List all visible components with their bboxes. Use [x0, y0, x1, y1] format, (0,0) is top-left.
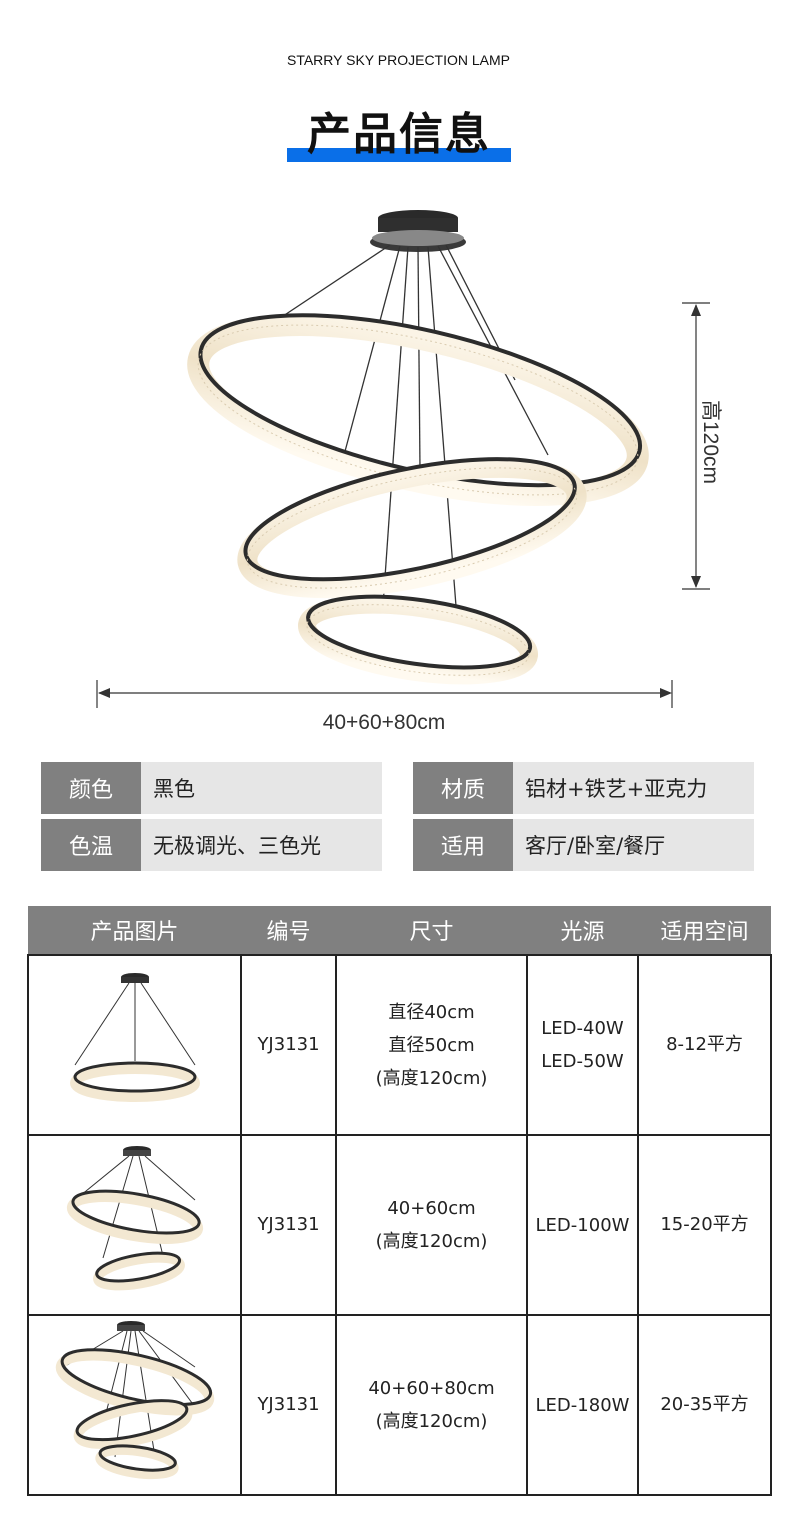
lamp-2-ring-image — [66, 1145, 203, 1290]
model-light: LED-100W — [526, 1134, 639, 1316]
spec-material: 材质 铝材+铁艺+亚克力 — [413, 762, 754, 814]
spec-color-temperature: 色温 无极调光、三色光 — [41, 819, 382, 871]
page-subtitle: STARRY SKY PROJECTION LAMP — [286, 52, 511, 68]
product-thumbnail — [27, 1134, 242, 1316]
title-underline-bar — [287, 148, 511, 162]
light-line: LED-40W — [541, 1018, 624, 1039]
model-code: YJ3131 — [240, 954, 337, 1136]
product-thumbnail — [27, 954, 242, 1136]
size-line: 直径50cm — [388, 1034, 475, 1056]
model-code: YJ3131 — [240, 1314, 337, 1496]
spec-value: 铝材+铁艺+亚克力 — [513, 762, 754, 814]
title-block: 产品信息 — [287, 108, 511, 164]
model-size: 直径40cm 直径50cm (高度120cm) — [335, 954, 528, 1136]
model-size: 40+60+80cm (高度120cm) — [335, 1314, 528, 1496]
light-line: LED-100W — [535, 1214, 630, 1236]
spec-usage: 适用 客厅/卧室/餐厅 — [413, 819, 754, 871]
spec-value: 客厅/卧室/餐厅 — [513, 819, 754, 871]
page-title: 产品信息 — [307, 109, 491, 160]
model-space: 20-35平方 — [637, 1314, 772, 1496]
hero-product-image: 高120cm 40+60+80cm — [96, 210, 722, 734]
spec-color: 颜色 黑色 — [41, 762, 382, 814]
lamp-3-ring-image — [55, 1320, 214, 1479]
size-line: (高度120cm) — [375, 1067, 488, 1089]
height-label: 高120cm — [699, 400, 722, 484]
light-line: LED-50W — [541, 1051, 624, 1072]
table-row: YJ3131 直径40cm 直径50cm (高度120cm) LED-40W L… — [27, 954, 772, 1136]
model-light: LED-180W — [526, 1314, 639, 1496]
size-line: (高度120cm) — [375, 1231, 488, 1252]
size-line: 40+60+80cm — [368, 1378, 495, 1399]
size-line: (高度120cm) — [375, 1411, 488, 1432]
model-light: LED-40W LED-50W — [526, 954, 639, 1136]
height-dimension-marker — [682, 302, 710, 590]
model-space: 15-20平方 — [637, 1134, 772, 1316]
width-dimension-marker — [96, 680, 673, 708]
spec-value: 无极调光、三色光 — [141, 819, 382, 871]
model-size: 40+60cm (高度120cm) — [335, 1134, 528, 1316]
header-image: 产品图片 — [28, 906, 241, 955]
header-size: 尺寸 — [336, 906, 527, 955]
spec-key: 颜色 — [41, 762, 141, 814]
spec-key: 色温 — [41, 819, 141, 871]
table-row: YJ3131 40+60cm (高度120cm) LED-100W 15-20平… — [27, 1134, 772, 1316]
ring-small — [298, 594, 538, 685]
header-code: 编号 — [241, 906, 336, 955]
model-code: YJ3131 — [240, 1134, 337, 1316]
width-label: 40+60+80cm — [323, 711, 446, 734]
header-light: 光源 — [527, 906, 638, 955]
header-space: 适用空间 — [638, 906, 771, 955]
ceiling-canopy — [370, 210, 466, 252]
size-line: 直径40cm — [388, 1001, 475, 1023]
model-space: 8-12平方 — [637, 954, 772, 1136]
table-row: YJ3131 40+60+80cm (高度120cm) LED-180W 20-… — [27, 1314, 772, 1496]
spec-key: 适用 — [413, 819, 513, 871]
product-thumbnail — [27, 1314, 242, 1496]
suspension-wires — [249, 244, 549, 607]
ring-middle — [237, 457, 587, 599]
size-line: 40+60cm — [387, 1198, 476, 1219]
spec-key: 材质 — [413, 762, 513, 814]
spec-value: 黑色 — [141, 762, 382, 814]
model-table: 产品图片 编号 尺寸 光源 适用空间 YJ3131 — [27, 906, 772, 1496]
lamp-1-ring-image — [69, 972, 200, 1102]
table-header-row: 产品图片 编号 尺寸 光源 适用空间 — [28, 906, 771, 955]
light-line: LED-180W — [535, 1394, 630, 1416]
